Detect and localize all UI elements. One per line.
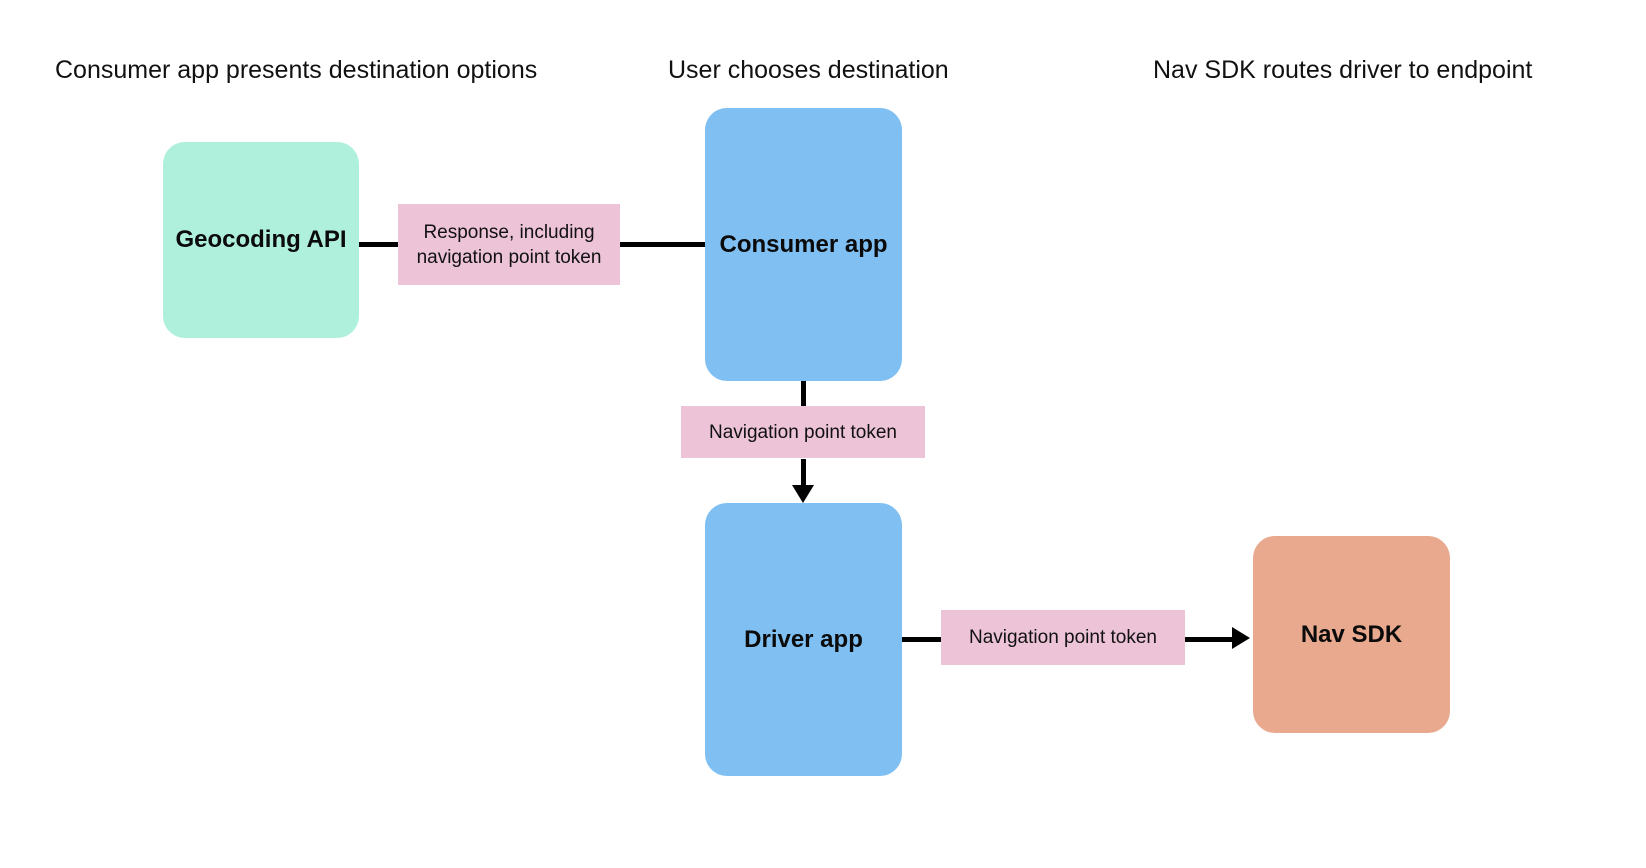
- edge-consumer-to-driver-line-top: [801, 381, 806, 411]
- node-geocoding-api[interactable]: Geocoding API: [163, 142, 359, 338]
- column-heading-user-chooses-destination: User chooses destination: [668, 56, 949, 84]
- column-heading-consumer-app-options: Consumer app presents destination option…: [55, 56, 538, 84]
- edge-label-response-including-navigation-point-token: Response, including navigation point tok…: [398, 204, 620, 285]
- node-driver-app[interactable]: Driver app: [705, 503, 902, 776]
- node-driver-app-label: Driver app: [744, 625, 863, 653]
- edge-driver-to-navsdk-line-left: [902, 637, 944, 642]
- node-geocoding-api-label: Geocoding API: [175, 226, 347, 253]
- edge-label-navigation-point-token-driver-to-navsdk: Navigation point token: [941, 610, 1185, 665]
- arrowhead-down-icon-consumer-to-driver: [792, 485, 814, 503]
- edge-geocoding-to-consumer-line-left: [359, 242, 404, 247]
- edge-driver-to-navsdk-line-right: [1184, 637, 1236, 642]
- edge-consumer-to-driver-line-bottom: [801, 459, 806, 497]
- node-consumer-app[interactable]: Consumer app: [705, 108, 902, 381]
- node-nav-sdk[interactable]: Nav SDK: [1253, 536, 1450, 733]
- edge-geocoding-to-consumer-line-right: [620, 242, 714, 247]
- column-heading-nav-sdk-routes-driver: Nav SDK routes driver to endpoint: [1153, 56, 1533, 84]
- arrowhead-right-icon-driver-to-navsdk: [1232, 627, 1250, 649]
- node-nav-sdk-label: Nav SDK: [1300, 620, 1403, 648]
- node-consumer-app-label: Consumer app: [719, 230, 888, 258]
- edge-label-navigation-point-token-consumer-to-driver: Navigation point token: [681, 406, 925, 458]
